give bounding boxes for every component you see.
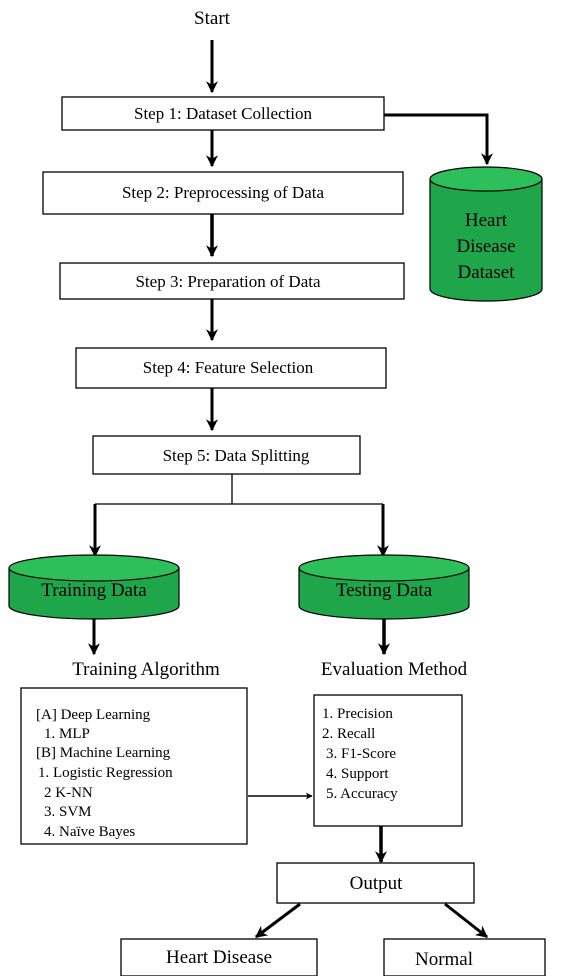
step-1-label: Step 1: Dataset Collection xyxy=(134,104,312,123)
step-2-box xyxy=(42,171,404,215)
output-box xyxy=(276,862,475,904)
training-data-cylinder: Training Data xyxy=(8,554,180,620)
dataset-label-1: Heart xyxy=(465,210,508,231)
metric-item-4: 4. Support xyxy=(326,766,389,782)
arrow-output-to-normal xyxy=(444,902,488,939)
algo-item-6: 3. SVM xyxy=(44,804,92,820)
step-3-label: Step 3: Preparation of Data xyxy=(135,272,321,291)
start-label: Start xyxy=(194,8,231,29)
dataset-label-2: Disease xyxy=(456,236,515,257)
arrow-output-to-heart-disease xyxy=(255,902,301,939)
dataset-cylinder: Heart Disease Dataset xyxy=(429,166,543,302)
normal-label: Normal xyxy=(415,949,473,970)
step-5-label: Step 5: Data Splitting xyxy=(163,446,310,465)
testing-data-label: Testing Data xyxy=(336,580,433,601)
step-2-label: Step 2: Preprocessing of Data xyxy=(122,183,325,202)
testing-data-cylinder: Testing Data xyxy=(298,554,470,620)
training-data-label: Training Data xyxy=(41,580,147,601)
algo-item-5: 2 K-NN xyxy=(44,785,93,801)
normal-box xyxy=(383,938,546,976)
algorithms-box xyxy=(20,687,248,845)
algo-item-4: 1. Logistic Regression xyxy=(38,765,173,781)
metric-item-5: 5. Accuracy xyxy=(326,786,398,802)
step-3-box xyxy=(59,262,405,300)
heart-disease-label: Heart Disease xyxy=(166,947,272,968)
heart-disease-box xyxy=(120,938,318,976)
metric-item-1: 1. Precision xyxy=(322,706,393,722)
algo-item-2: 1. MLP xyxy=(44,726,90,742)
algo-item-7: 4. Naïve Bayes xyxy=(44,824,135,840)
algo-item-3: [B] Machine Learning xyxy=(36,745,171,761)
dataset-label-3: Dataset xyxy=(458,262,516,283)
metrics-box xyxy=(313,694,463,827)
algo-item-1: [A] Deep Learning xyxy=(36,707,151,723)
metric-item-2: 2. Recall xyxy=(322,726,375,742)
training-algorithm-label: Training Algorithm xyxy=(72,659,220,680)
evaluation-method-label: Evaluation Method xyxy=(321,659,468,680)
arrow-step1-dataset xyxy=(384,113,493,166)
step-5-box xyxy=(92,435,361,475)
step-4-box xyxy=(75,347,387,389)
step-4-label: Step 4: Feature Selection xyxy=(143,358,314,377)
output-label: Output xyxy=(350,873,404,894)
metric-item-3: 3. F1-Score xyxy=(326,746,396,762)
